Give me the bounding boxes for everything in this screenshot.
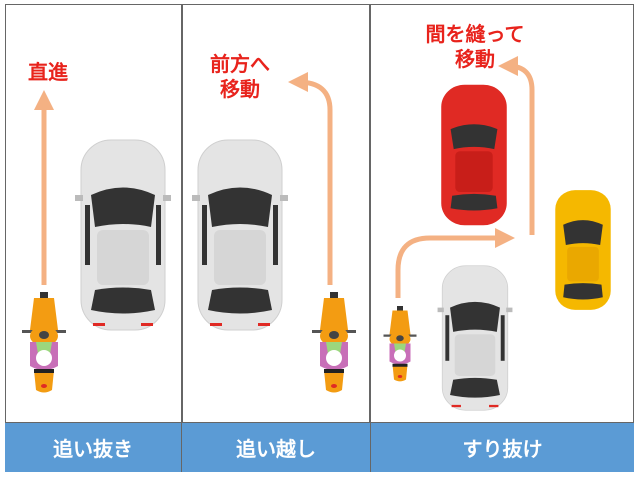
weave-arrow-1 bbox=[395, 228, 515, 298]
overtake-arrow bbox=[288, 72, 333, 285]
panel-divider bbox=[369, 4, 371, 472]
panel-divider bbox=[181, 4, 183, 472]
label-overtake-pass: 追い抜き bbox=[53, 437, 133, 461]
white-car bbox=[191, 139, 289, 331]
yellow-car bbox=[555, 190, 611, 310]
label-filtering: すり抜け bbox=[370, 423, 634, 472]
action-label-straight: 直進 bbox=[28, 60, 68, 84]
red-car bbox=[441, 84, 507, 226]
action-label-move-forward: 前方へ移動 bbox=[210, 52, 270, 101]
white-car bbox=[437, 265, 513, 411]
motorcycle bbox=[383, 306, 417, 382]
white-car bbox=[74, 139, 172, 331]
label-overtake: 追い越し bbox=[181, 423, 370, 472]
label-bar: 追い抜き 追い越し すり抜け bbox=[5, 422, 634, 472]
weave-arrow-2 bbox=[498, 56, 535, 235]
motorcycle bbox=[22, 292, 66, 393]
motorcycle bbox=[312, 292, 356, 393]
action-label-weave: 間を縫って移動 bbox=[425, 22, 525, 71]
